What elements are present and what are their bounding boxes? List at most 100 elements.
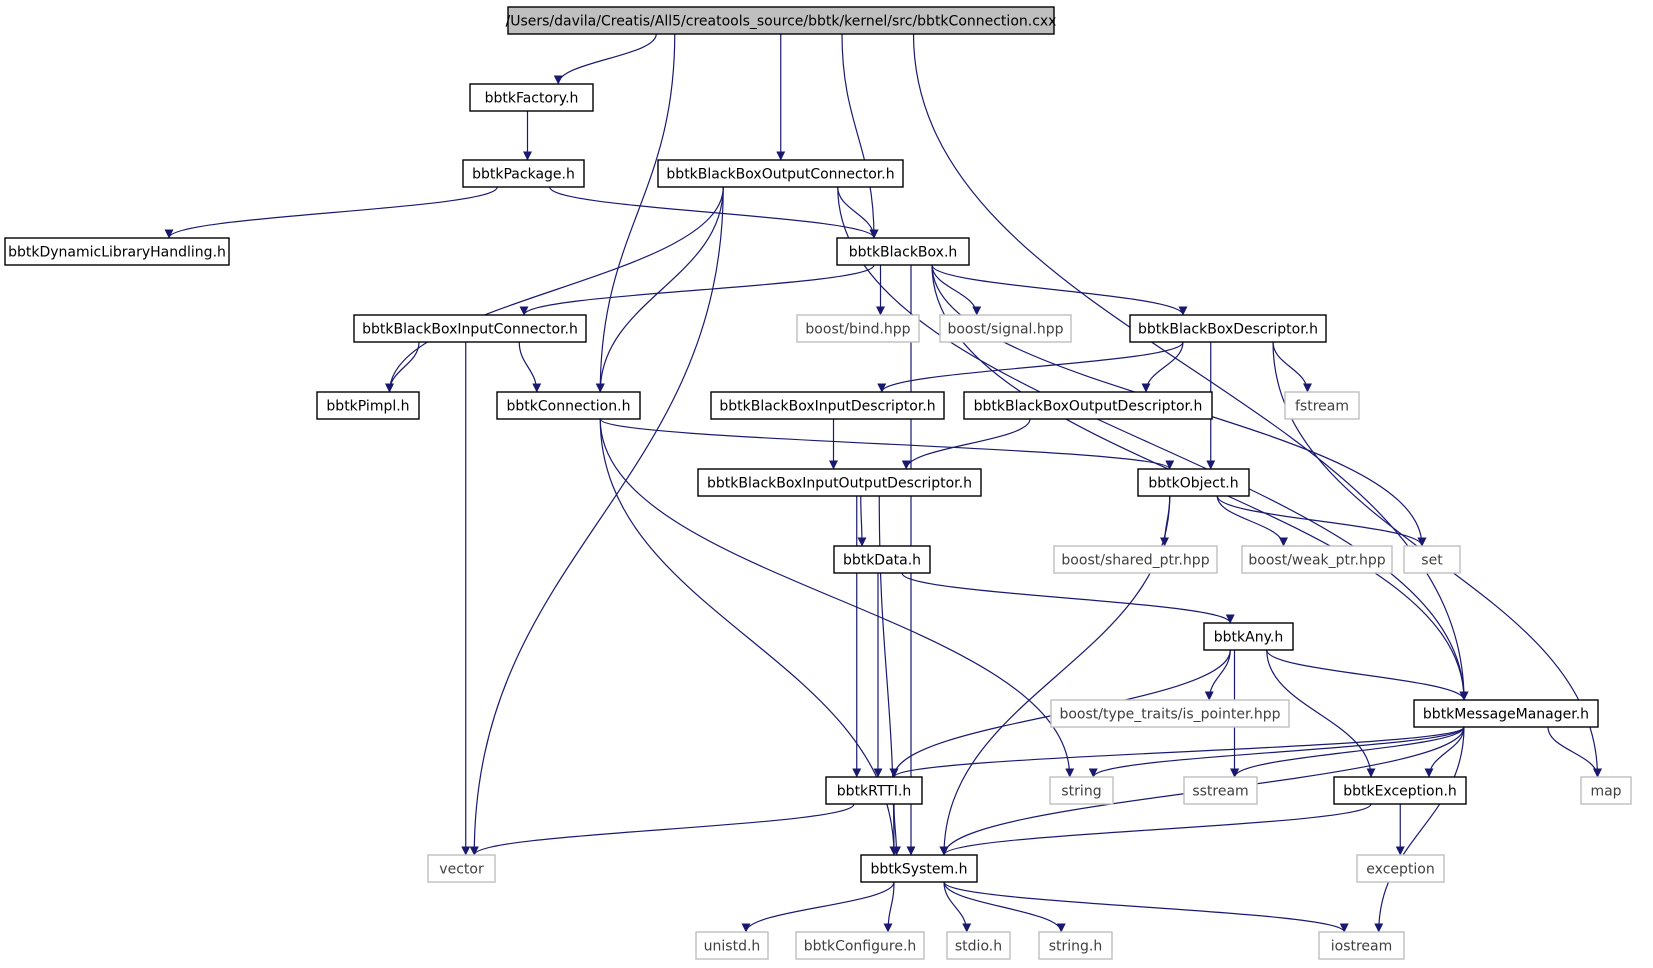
- node-label: bbtkException.h: [1343, 784, 1457, 800]
- edge-outdesc-to-iodesc: [901, 418, 1031, 470]
- node-box: [1403, 545, 1461, 574]
- node-bbtkblackboxoutputdescriptor-h[interactable]: bbtkBlackBoxOutputDescriptor.h: [963, 391, 1213, 420]
- node-string: string: [1049, 776, 1114, 805]
- edge-arrow: [519, 264, 875, 316]
- node-label: bbtkSystem.h: [871, 862, 968, 878]
- edge-rtti-to-system: [891, 803, 901, 856]
- edge-arrow: [901, 418, 1031, 470]
- edge-arrow: [599, 418, 1175, 470]
- edge-arrow: [1204, 649, 1231, 701]
- edge-arrow: [595, 33, 676, 393]
- node-bbtkrtti-h[interactable]: bbtkRTTI.h: [825, 776, 923, 805]
- edge-arrow: [1230, 726, 1465, 778]
- edge-arrow: [741, 881, 895, 933]
- nodes-layer: /Users/davila/Creatis/All5/creatools_sou…: [4, 6, 1632, 960]
- node-bbtkdynamiclibraryhandling-h[interactable]: bbtkDynamicLibraryHandling.h: [4, 237, 230, 266]
- edge-arrow: [518, 341, 542, 393]
- node-box: [1050, 699, 1290, 728]
- node-box: [1318, 931, 1405, 960]
- edge-arrow: [1216, 495, 1427, 547]
- node-box: [695, 931, 769, 960]
- node-bbtksystem-h[interactable]: bbtkSystem.h: [860, 854, 978, 883]
- edge-arrow: [837, 186, 1469, 701]
- node-label: boost/bind.hpp: [805, 322, 910, 338]
- edge-any-to-exception_h: [1266, 649, 1376, 778]
- node-bbtkpimpl-h[interactable]: bbtkPimpl.h: [316, 391, 420, 420]
- node-box: [657, 159, 904, 188]
- node-bbtkfactory-h[interactable]: bbtkFactory.h: [469, 83, 594, 112]
- edge-arrow: [1424, 726, 1465, 778]
- node-bbtkany-h[interactable]: bbtkAny.h: [1203, 622, 1294, 651]
- edge-system-to-stringh: [943, 881, 1066, 933]
- edge-arrow: [1088, 726, 1465, 778]
- node-box: [795, 931, 925, 960]
- node-box: [836, 237, 970, 266]
- node-exception: exception: [1356, 854, 1445, 883]
- edge-msgmgr-to-iostream: [1374, 726, 1465, 933]
- node-bbtkconnection-h[interactable]: bbtkConnection.h: [496, 391, 641, 420]
- node-box: [1284, 391, 1360, 420]
- edge-bbdesc-to-fstream: [1272, 341, 1312, 393]
- edge-package-to-dynlib: [164, 186, 498, 239]
- node-box: [353, 314, 587, 343]
- node-box: [496, 391, 641, 420]
- node-label: /Users/davila/Creatis/All5/creatools_sou…: [506, 14, 1057, 30]
- node-label: boost/weak_ptr.hpp: [1248, 553, 1385, 569]
- node-label: fstream: [1295, 399, 1349, 415]
- node-bbtkblackboxdescriptor-h[interactable]: bbtkBlackBoxDescriptor.h: [1129, 314, 1327, 343]
- edge-object-to-weakptr: [1216, 495, 1288, 547]
- node-bbtkdata-h[interactable]: bbtkData.h: [833, 545, 931, 574]
- edge-arrow: [857, 495, 867, 547]
- edge-blackbox-to-inconn: [519, 264, 875, 316]
- edge-msgmgr-to-map: [1547, 726, 1602, 778]
- node-box: [1241, 545, 1393, 574]
- node-box: [1183, 776, 1258, 805]
- edge-bbdesc-to-outdesc: [1141, 341, 1184, 393]
- node-bbtkblackboxinputoutputdescriptor-h[interactable]: bbtkBlackBoxInputOutputDescriptor.h: [697, 468, 982, 497]
- node-label: bbtkConfigure.h: [804, 939, 917, 955]
- edge-arrow: [1266, 649, 1469, 701]
- node-label: iostream: [1331, 939, 1393, 955]
- node-label: bbtkBlackBox.h: [849, 245, 958, 261]
- edge-msgmgr-to-string: [1088, 726, 1465, 778]
- node-bbtkmessagemanager-h[interactable]: bbtkMessageManager.h: [1413, 699, 1599, 728]
- node-box: [462, 159, 585, 188]
- node-bbtkexception-h[interactable]: bbtkException.h: [1333, 776, 1467, 805]
- edge-arrow: [889, 726, 1465, 778]
- edge-arrow: [877, 341, 1184, 393]
- edge-arrow: [1141, 341, 1184, 393]
- node-box: [939, 314, 1072, 343]
- edge-arrow: [943, 881, 1349, 933]
- node-users-davila-creatis-all5-creatools-source-bbtk-kernel-src-bbtkconnection-cxx[interactable]: /Users/davila/Creatis/All5/creatools_sou…: [506, 6, 1057, 35]
- node-box: [469, 83, 594, 112]
- node-box: [1203, 622, 1294, 651]
- node-box: [1333, 776, 1467, 805]
- edge-connection-to-string: [599, 418, 1075, 778]
- edge-bbdesc-to-indesc: [877, 341, 1184, 393]
- node-bbtkobject-h[interactable]: bbtkObject.h: [1137, 468, 1250, 497]
- node-box: [1137, 468, 1250, 497]
- node-bbtkblackboxinputconnector-h[interactable]: bbtkBlackBoxInputConnector.h: [353, 314, 587, 343]
- edge-iodesc-to-data: [857, 495, 867, 547]
- edge-msgmgr-to-sstream: [1230, 726, 1465, 778]
- node-bbtkblackboxoutputconnector-h[interactable]: bbtkBlackBoxOutputConnector.h: [657, 159, 904, 188]
- edge-object-to-sharedptr: [1160, 495, 1171, 547]
- edge-arrow: [553, 33, 657, 85]
- node-map: map: [1580, 776, 1632, 805]
- node-bbtkblackboxinputdescriptor-h[interactable]: bbtkBlackBoxInputDescriptor.h: [710, 391, 945, 420]
- edge-arrow: [943, 881, 972, 933]
- node-label: bbtkConnection.h: [507, 399, 631, 415]
- node-box: [833, 545, 931, 574]
- edge-data-to-any: [901, 572, 1235, 624]
- edge-msgmgr-to-rtti: [889, 726, 1465, 778]
- node-label: unistd.h: [704, 939, 761, 955]
- node-label: bbtkFactory.h: [485, 91, 579, 107]
- node-stdio-h: stdio.h: [946, 931, 1011, 960]
- node-box: [1129, 314, 1327, 343]
- node-label: boost/shared_ptr.hpp: [1061, 553, 1209, 569]
- node-bbtkpackage-h[interactable]: bbtkPackage.h: [462, 159, 585, 188]
- edge-blackbox-to-signal: [931, 264, 982, 316]
- node-label: bbtkBlackBoxInputOutputDescriptor.h: [707, 476, 972, 492]
- edge-arrow: [469, 803, 855, 856]
- node-bbtkblackbox-h[interactable]: bbtkBlackBox.h: [836, 237, 970, 266]
